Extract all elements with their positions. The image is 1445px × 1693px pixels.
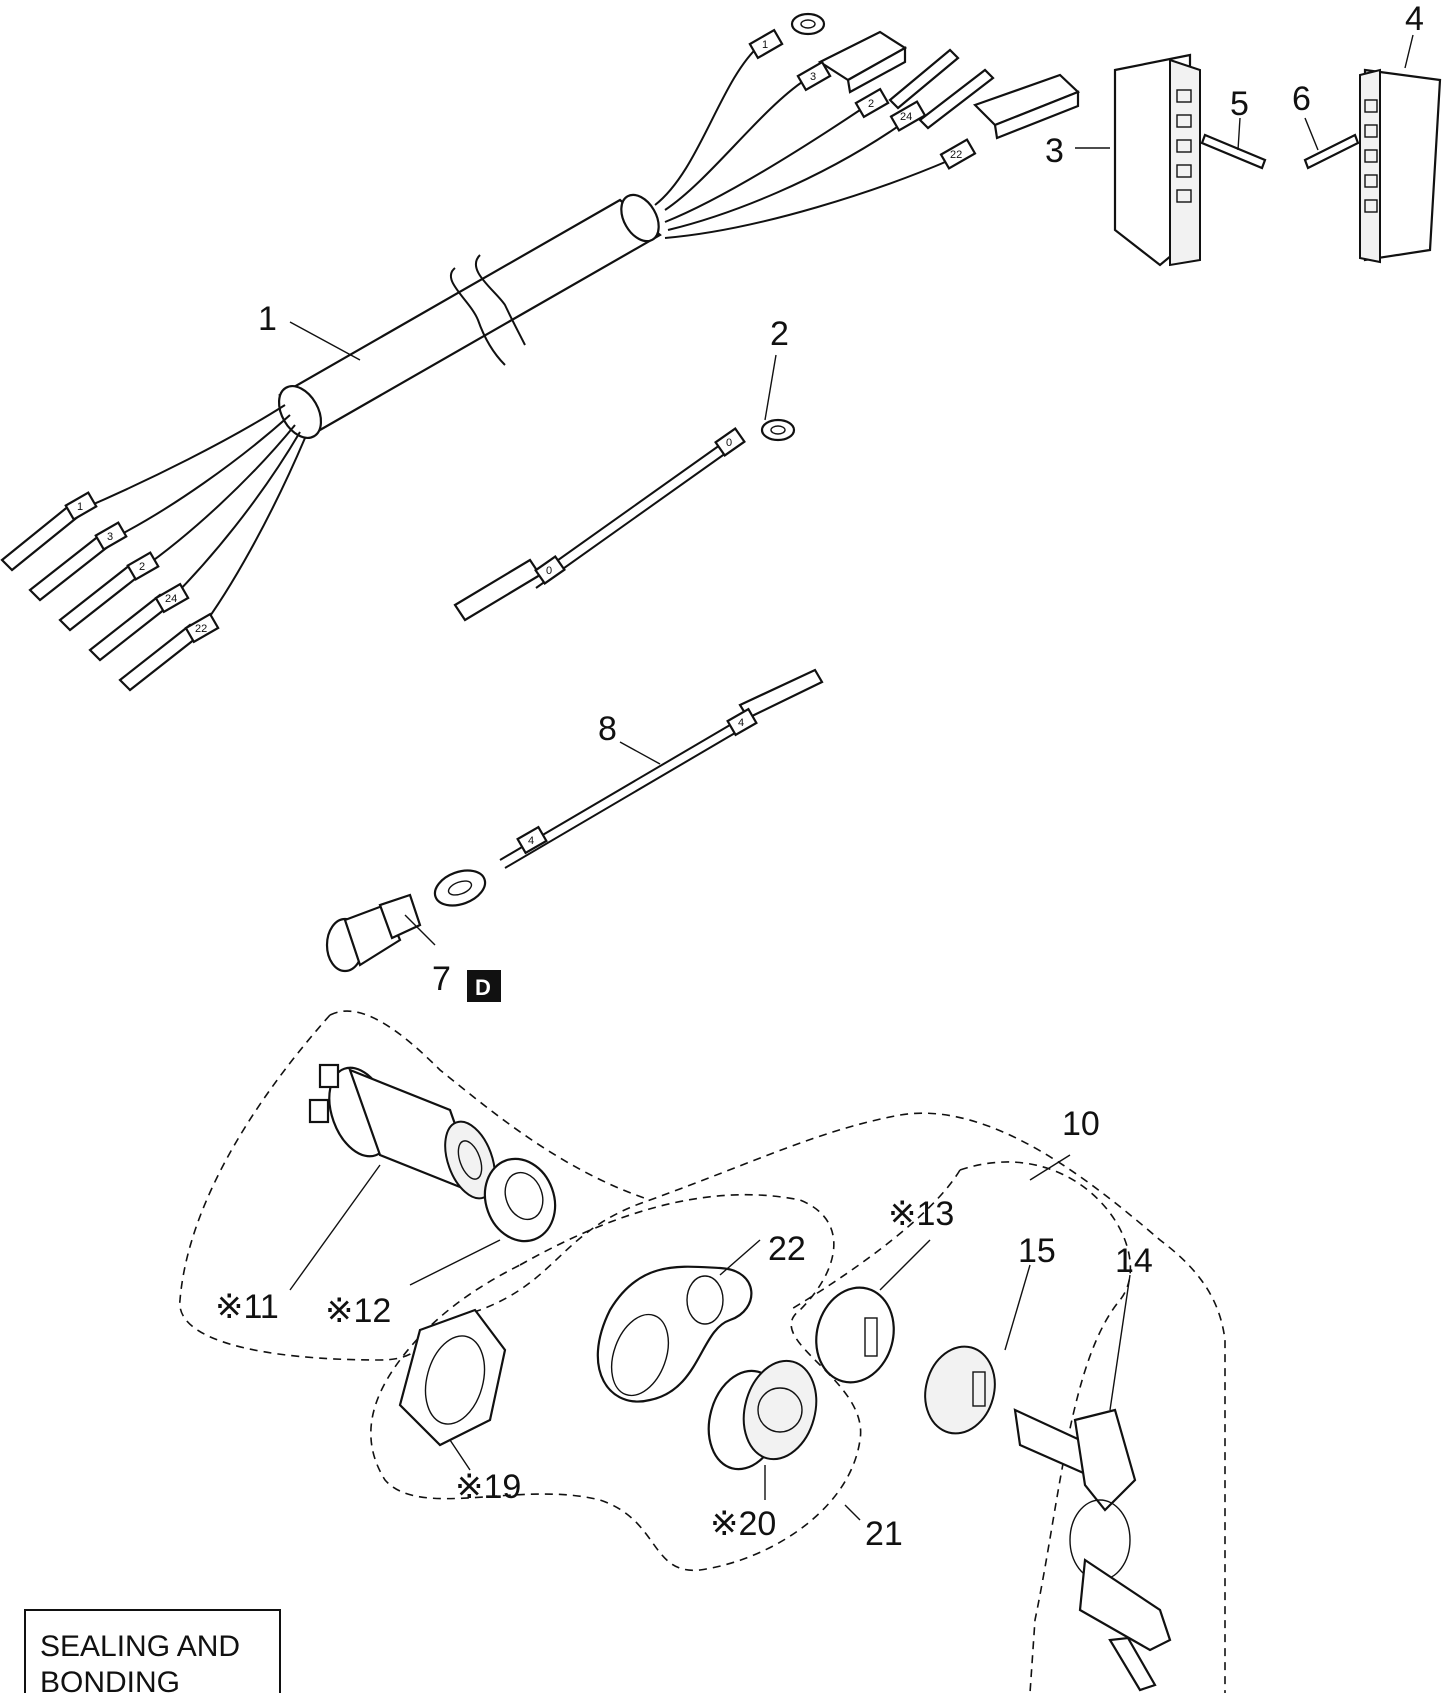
svg-text:0: 0 (726, 437, 732, 449)
svg-text:24: 24 (900, 111, 912, 123)
svg-text:4: 4 (738, 717, 744, 729)
callout-19: ※19 (455, 1468, 521, 1506)
ground-wire: 0 0 (453, 418, 796, 622)
buzzer-20 (707, 1359, 818, 1471)
wire-tag: 0 (534, 555, 566, 585)
wire-tag: 24 (154, 582, 190, 614)
svg-text:1: 1 (77, 501, 83, 513)
sensor (325, 893, 422, 973)
connector-block-3 (1113, 53, 1201, 267)
bezel-nut-19 (398, 1308, 507, 1447)
svg-text:BONDING: BONDING (40, 1666, 180, 1693)
callout-2: 2 (770, 315, 789, 353)
callout-1: 1 (258, 300, 277, 338)
callout-4: 4 (1405, 0, 1424, 38)
ignition-switch-body (308, 1063, 496, 1200)
wire-tag: 4 (726, 707, 758, 737)
svg-text:22: 22 (195, 623, 207, 635)
svg-text:24: 24 (165, 593, 177, 605)
lock-cylinder-15 (924, 1345, 996, 1435)
callout-5: 5 (1230, 85, 1249, 123)
group-10-outline (179, 1014, 1226, 1693)
wire-tag: 3 (94, 521, 128, 551)
connector-block-4 (1359, 68, 1442, 264)
callout-3: 3 (1045, 132, 1064, 170)
wire-tag: 2 (854, 87, 890, 119)
terminal-pin-5 (1200, 133, 1267, 170)
gasket-22 (596, 1265, 753, 1403)
svg-text:1: 1 (762, 39, 768, 51)
wire-harness: 1 3 2 24 22 1 3 2 24 22 (0, 12, 1081, 692)
wire-tag: 24 (889, 100, 927, 132)
callout-12: ※12 (325, 1292, 391, 1330)
wire-tag: 2 (126, 551, 160, 581)
terminal-pin-6 (1303, 133, 1360, 170)
wire-tag: 1 (64, 491, 98, 521)
callout-11: ※11 (215, 1288, 279, 1326)
leader-lines (289, 34, 1414, 1521)
wire-tag: 4 (516, 825, 548, 855)
callout-15: 15 (1018, 1232, 1056, 1270)
svg-text:2: 2 (868, 98, 874, 110)
wire-tag: 22 (184, 612, 220, 644)
svg-text:0: 0 (546, 565, 552, 577)
callout-22: 22 (768, 1230, 806, 1268)
svg-text:2: 2 (139, 561, 145, 573)
group-21-outline (370, 1193, 862, 1571)
sealing-note-box: SEALING AND BONDING (24, 1609, 281, 1693)
callout-21: 21 (865, 1515, 903, 1553)
callout-8: 8 (598, 710, 617, 748)
svg-text:22: 22 (950, 149, 962, 161)
callout-20: ※20 (710, 1505, 776, 1543)
callout-14: 14 (1115, 1242, 1153, 1280)
svg-text:4: 4 (528, 835, 534, 847)
badge-d: D (467, 970, 501, 1002)
wire-tag: 3 (796, 60, 832, 92)
svg-text:D: D (475, 975, 491, 1000)
keys-14 (1013, 1408, 1172, 1692)
callout-labels: 1 2 3 4 5 6 7 8 10 ※11 ※12 ※13 14 15 ※19… (215, 0, 1424, 1553)
svg-text:3: 3 (810, 71, 816, 83)
callout-13: ※13 (888, 1195, 954, 1233)
wire-tag: 0 (714, 427, 746, 457)
svg-text:3: 3 (107, 531, 113, 543)
hex-nut-12 (483, 1157, 557, 1243)
wire-tag: 1 (748, 28, 784, 60)
svg-text:SEALING AND: SEALING AND (40, 1630, 240, 1663)
callout-7: 7 (432, 960, 451, 998)
wire-tag: 22 (939, 138, 977, 170)
dust-cap-13 (815, 1286, 895, 1384)
sensor-wire: 4 4 (433, 668, 824, 907)
callout-10: 10 (1062, 1105, 1100, 1143)
callout-6: 6 (1292, 80, 1311, 118)
